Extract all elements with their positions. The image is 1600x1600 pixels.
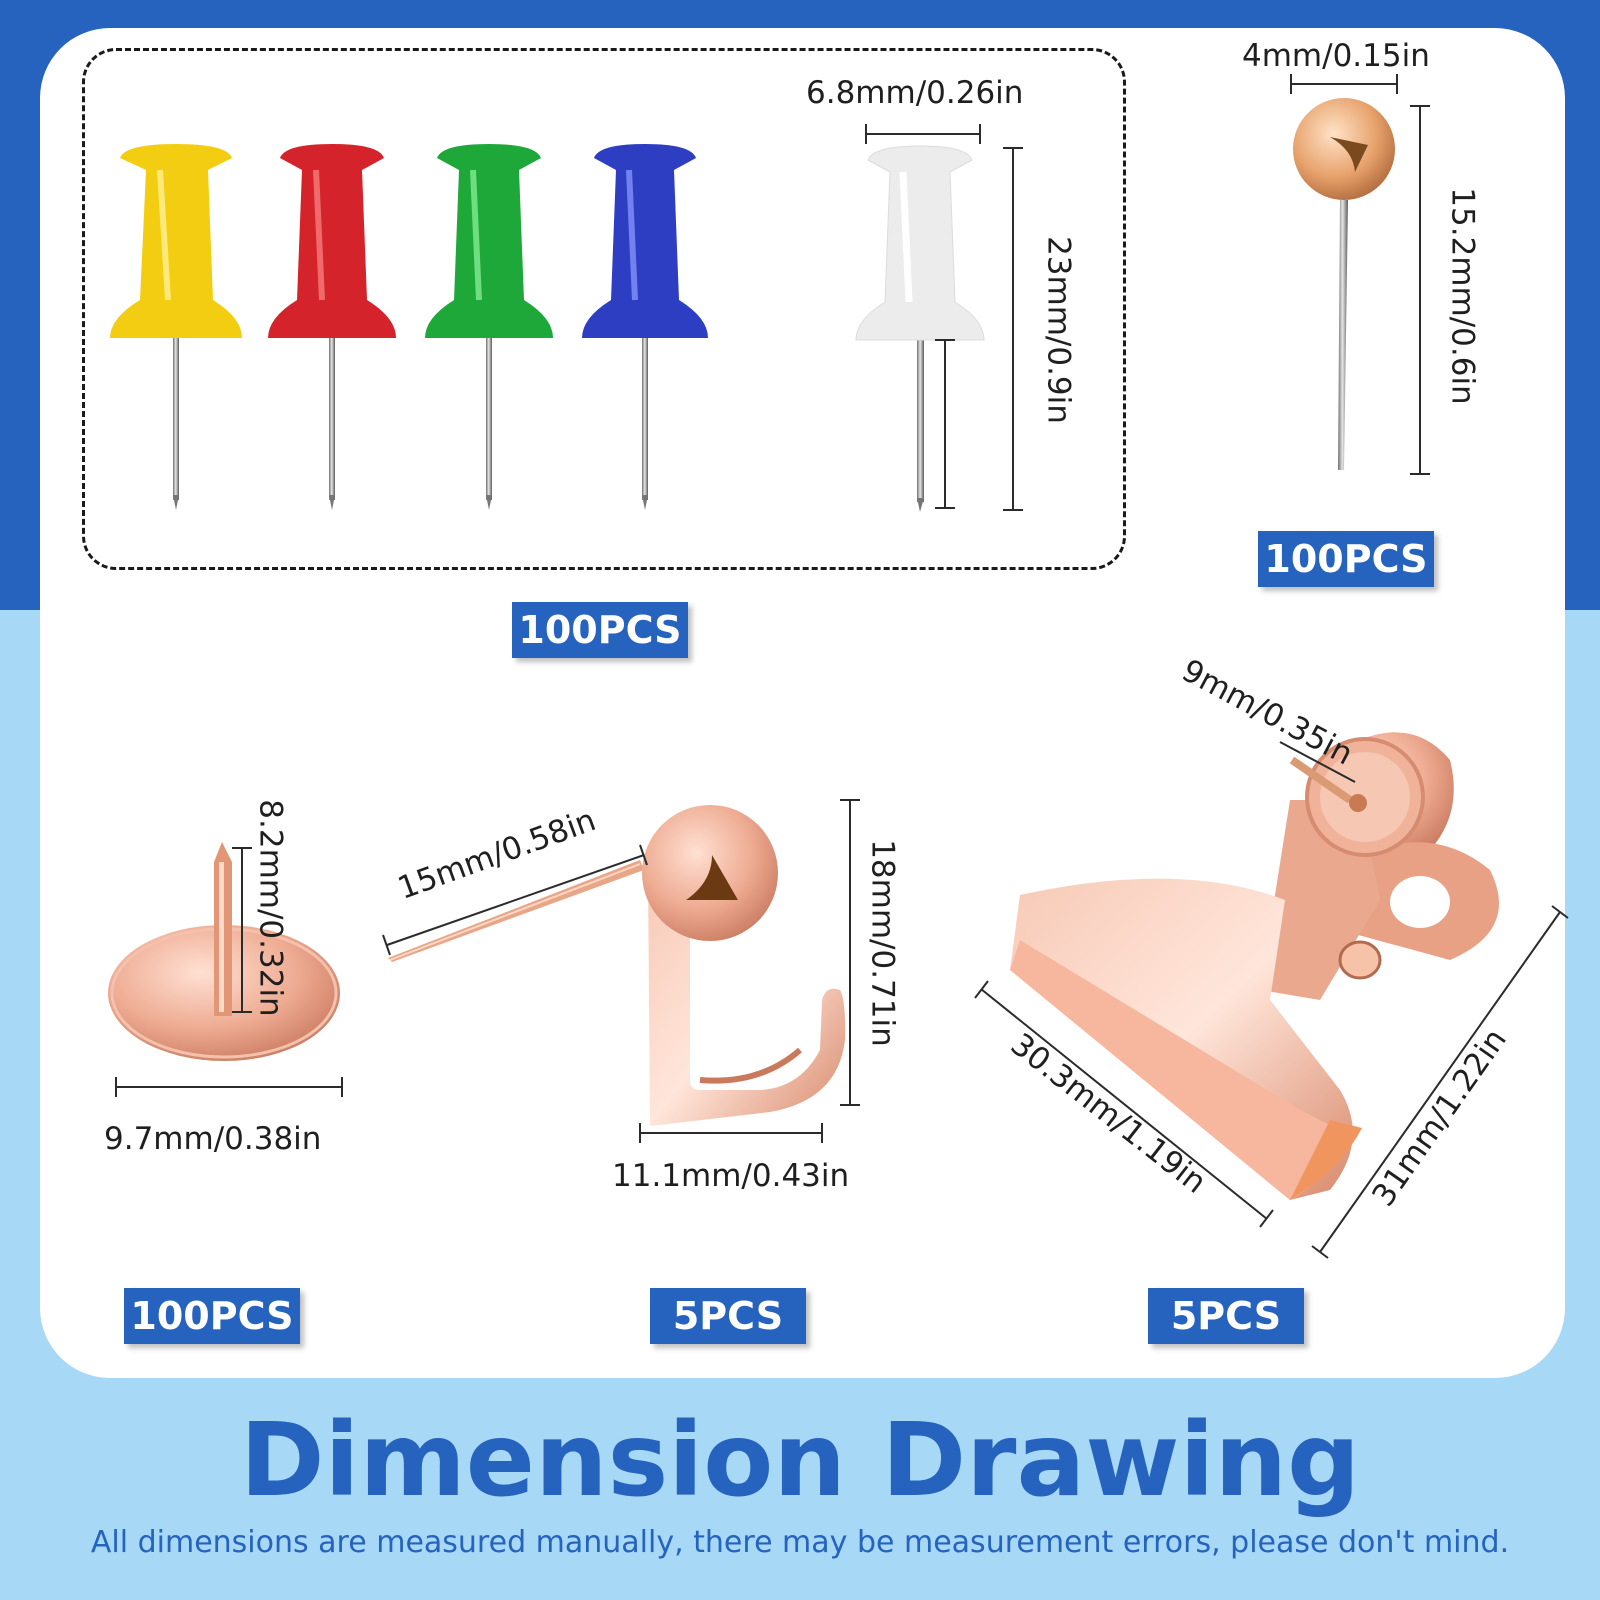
ball-pin-quantity-badge: 100PCS — [1258, 531, 1434, 587]
hook-width-label: 11.1mm/0.43in — [612, 1158, 850, 1194]
white-push-pin — [855, 145, 985, 512]
page-title: Dimension Drawing — [239, 1401, 1361, 1520]
push-pin-width-label: 6.8mm/0.26in — [806, 75, 1024, 111]
flat-thumbtack — [108, 842, 340, 1061]
ball-pin-width-label: 4mm/0.15in — [1242, 38, 1430, 74]
push-pins-group-frame — [82, 48, 1126, 570]
thumbtack-height-label: 8.2mm/0.32in — [252, 799, 289, 1017]
green-push-pin — [425, 144, 553, 510]
push-pins-quantity-badge: 100PCS — [512, 602, 688, 658]
push-pin-dimension-lines — [865, 124, 1023, 511]
pin-head — [110, 144, 242, 338]
ball-pin-height-label: 15.2mm/0.6in — [1444, 187, 1481, 405]
ball-pin-dimension-lines — [1290, 74, 1430, 475]
yellow-push-pin — [110, 144, 242, 510]
red-push-pin — [268, 144, 396, 510]
ball-head-pin — [1293, 98, 1395, 470]
clip-dimension-lines — [974, 741, 1569, 1259]
thumbtack-dimension-lines — [115, 847, 343, 1097]
measurement-note: All dimensions are measured manually, th… — [90, 1525, 1510, 1560]
push-pin-height-label: 23mm/0.9in — [1040, 236, 1077, 424]
blue-push-pin — [582, 144, 708, 510]
thumbtack-quantity-badge: 100PCS — [124, 1288, 300, 1344]
hook-dimension-lines — [382, 799, 860, 1143]
thumbtack-width-label: 9.7mm/0.38in — [104, 1121, 322, 1157]
hook-quantity-badge: 5PCS — [650, 1288, 806, 1344]
push-pin-hook — [388, 805, 846, 1126]
clip-quantity-badge: 5PCS — [1148, 1288, 1304, 1344]
hook-height-label: 18mm/0.71in — [864, 839, 901, 1047]
